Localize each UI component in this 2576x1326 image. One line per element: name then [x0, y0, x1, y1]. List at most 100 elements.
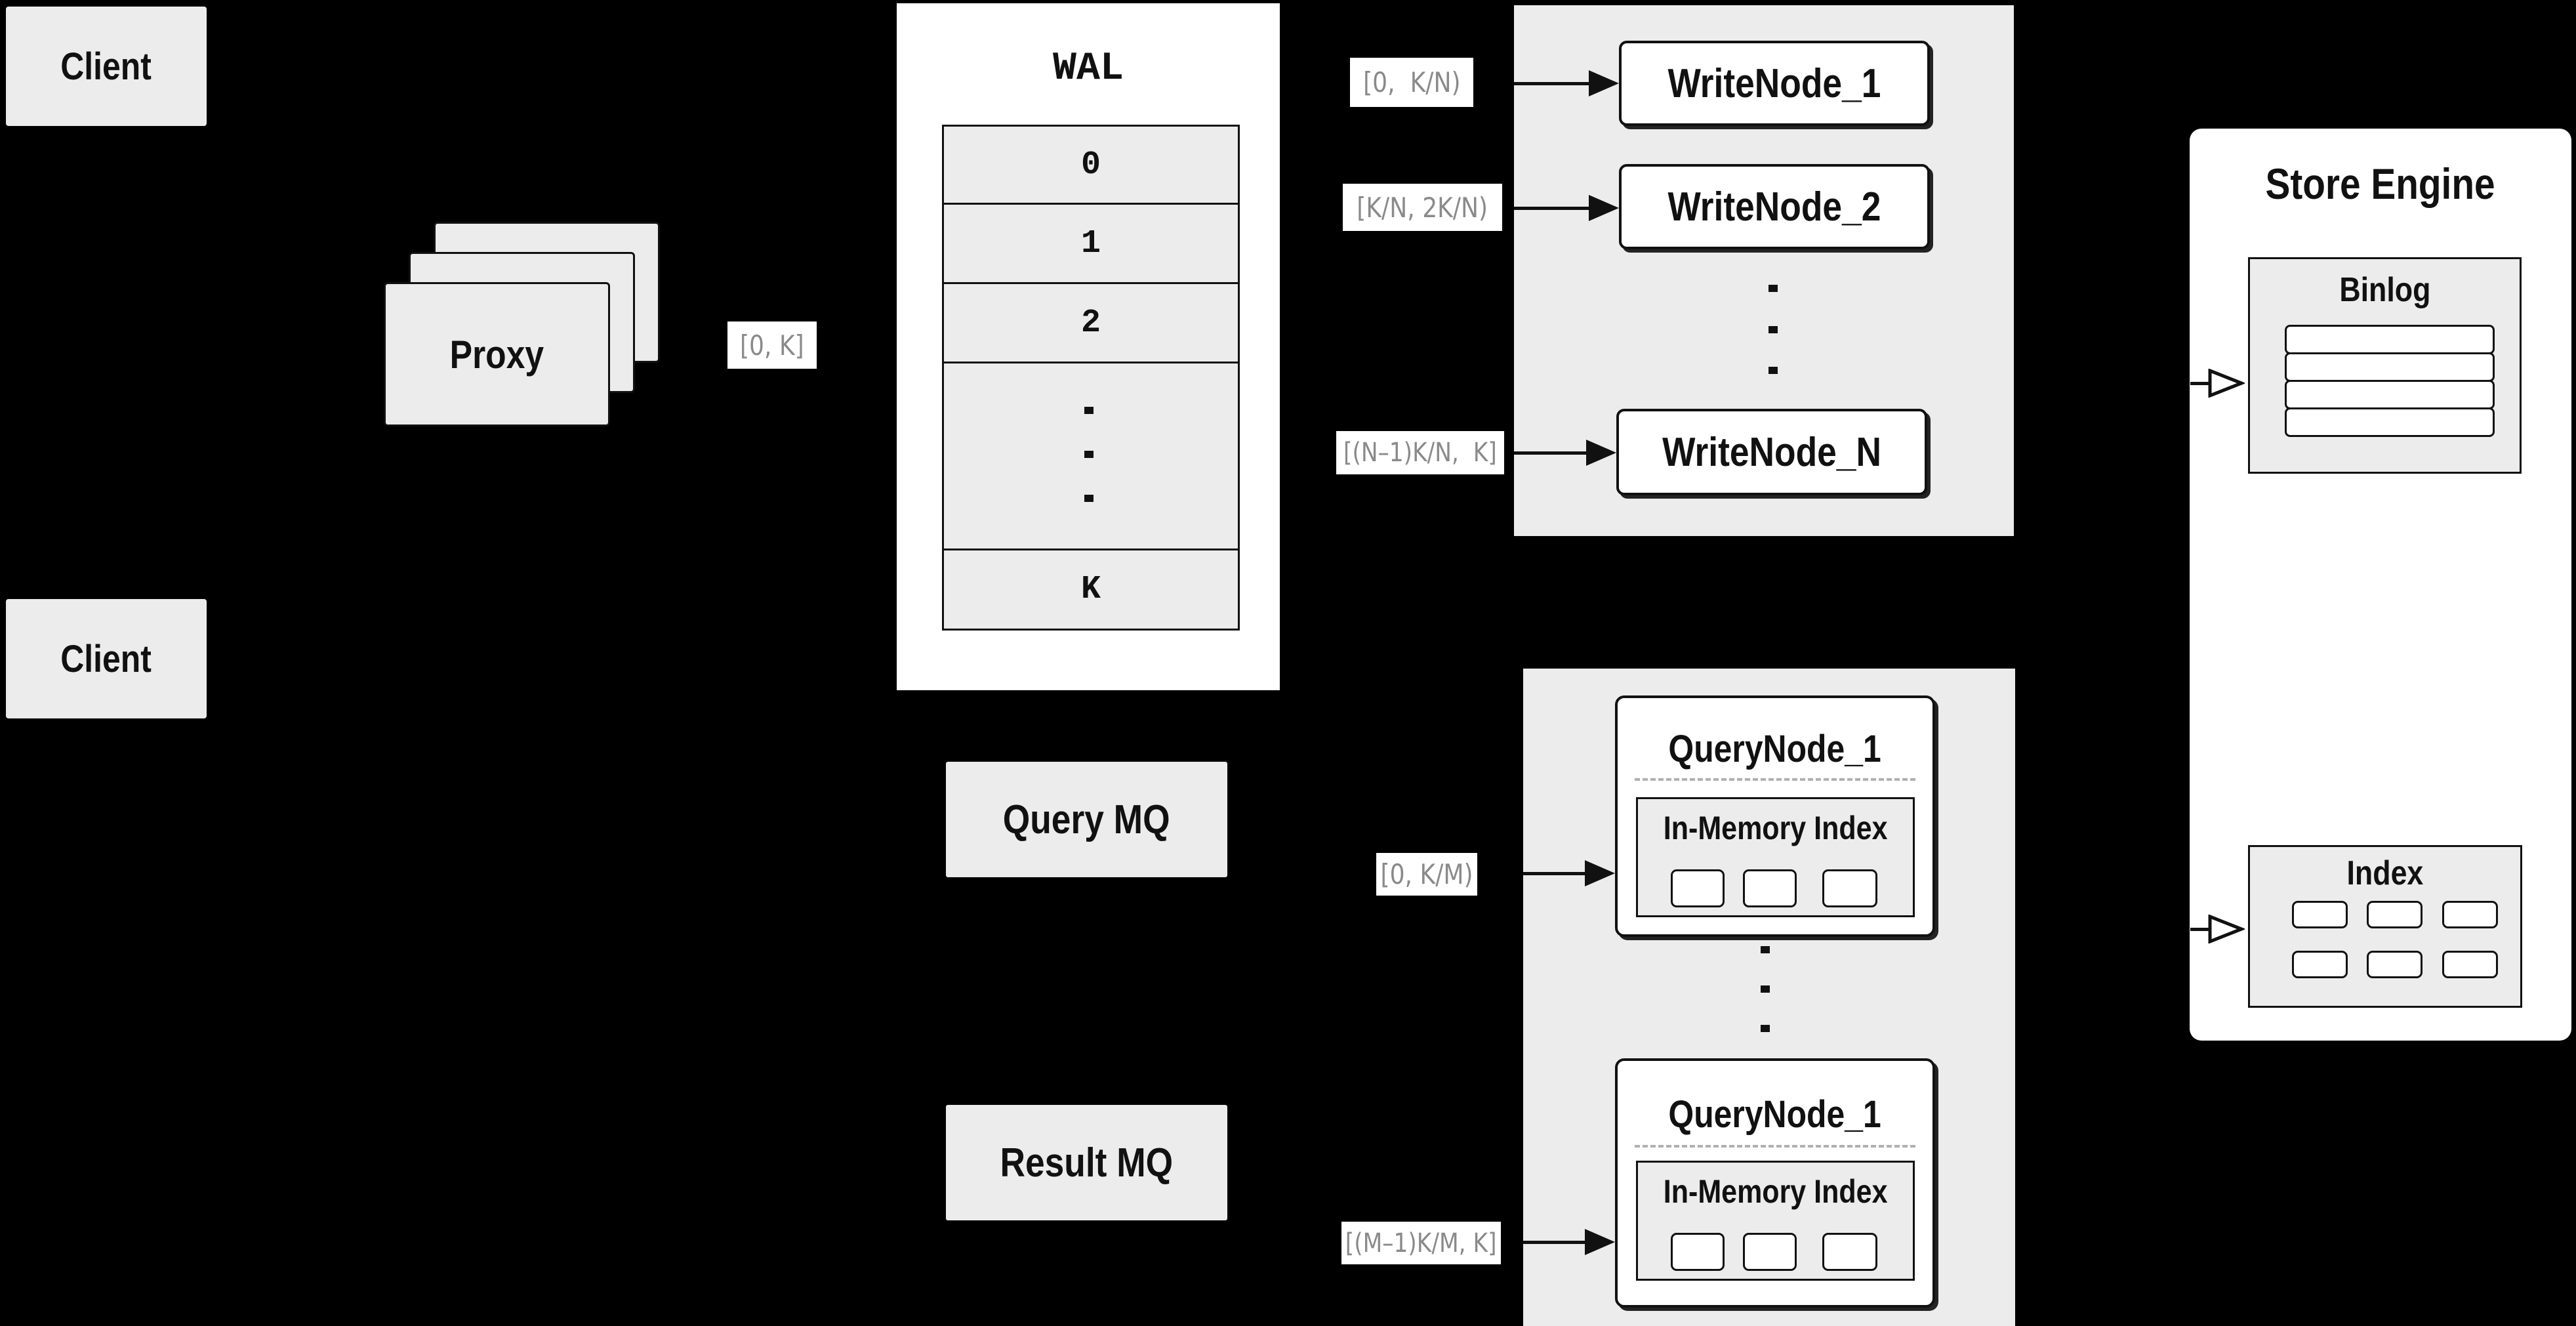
client-top-label: Client	[60, 45, 152, 88]
index-cell	[2442, 901, 2498, 928]
querynode-1-inmemory-label: In-Memory Index	[1663, 810, 1888, 846]
querynode-1-separator	[1635, 778, 1915, 781]
writenode-n: WriteNode_N	[1616, 409, 1927, 495]
segment-cell	[1671, 869, 1725, 907]
result-mq-node: Result MQ	[946, 1105, 1227, 1220]
querynode-m-title: QueryNode_1	[1618, 1088, 1932, 1140]
writenode-2-label: WriteNode_2	[1667, 184, 1881, 230]
wal-table: 0 1 2 K	[942, 125, 1240, 631]
arrow-to-querynode-m	[1523, 1241, 1589, 1244]
arrow-head-querynode-m	[1585, 1229, 1615, 1255]
arrow-to-querynode-1	[1523, 872, 1589, 875]
segment-cell	[1822, 1233, 1877, 1271]
dot	[1084, 451, 1094, 458]
wal-row-0-text: 0	[1080, 146, 1101, 184]
index-box: Index	[2248, 845, 2522, 1008]
querynode-ellipsis-dots	[1761, 946, 1770, 1032]
querynode-m: QueryNode_1 In-Memory Index	[1615, 1058, 1935, 1308]
range-write-n-text: [(N–1)K/N, K]	[1343, 438, 1497, 468]
binlog-rows	[2285, 325, 2495, 437]
dot	[1761, 946, 1770, 953]
querynode-1-title: QueryNode_1	[1618, 723, 1932, 774]
querynode-m-title-text: QueryNode_1	[1668, 1092, 1882, 1136]
wal-row-0: 0	[942, 125, 1240, 205]
index-cell	[2442, 951, 2498, 978]
wal-row-1-text: 1	[1080, 224, 1101, 262]
client-top-node: Client	[6, 7, 207, 126]
index-cell	[2292, 951, 2348, 978]
binlog-title: Binlog	[2250, 264, 2520, 316]
arrow-to-writenode-n	[1514, 451, 1590, 455]
index-title-text: Index	[2346, 854, 2424, 892]
binlog-box: Binlog	[2248, 257, 2522, 474]
arrow-head-index	[2208, 915, 2245, 943]
arrow-to-binlog	[2190, 382, 2213, 385]
wal-row-k: K	[942, 549, 1240, 631]
query-mq-label: Query MQ	[1003, 797, 1170, 842]
querynode-m-inmemory-index: In-Memory Index	[1636, 1161, 1915, 1281]
querynode-m-separator	[1635, 1145, 1915, 1148]
range-query-m-text: [(M–1)K/M, K]	[1345, 1228, 1497, 1258]
index-title: Index	[2250, 850, 2520, 897]
range-label-query-1: [0, K/M)	[1376, 853, 1477, 896]
binlog-row	[2285, 325, 2495, 354]
wal-ellipsis-dots	[1084, 407, 1094, 502]
range-label-write-2: [K/N, 2K/N)	[1343, 184, 1502, 231]
querynode-1-title-text: QueryNode_1	[1668, 727, 1882, 770]
writenode-ellipsis-dots	[1768, 285, 1778, 374]
arrow-head-writenode-1	[1589, 70, 1619, 96]
binlog-row	[2285, 352, 2495, 382]
querynode-1-inmemory-index: In-Memory Index	[1636, 797, 1915, 917]
index-cell	[2367, 951, 2423, 978]
segment-cell	[1743, 1233, 1797, 1271]
dot	[1768, 325, 1778, 333]
inmemory-title: In-Memory Index	[1638, 1171, 1913, 1212]
dot	[1761, 1025, 1770, 1032]
query-mq-node: Query MQ	[946, 762, 1227, 877]
range-proxy-out-text: [0, K]	[740, 329, 804, 362]
writenode-2: WriteNode_2	[1619, 164, 1930, 249]
wal-row-2: 2	[942, 282, 1240, 363]
wal-title: WAL	[897, 39, 1280, 98]
arrow-head-querynode-1	[1585, 860, 1615, 886]
arrow-to-index	[2190, 928, 2213, 931]
dot	[1768, 367, 1778, 374]
writenode-1-label: WriteNode_1	[1667, 60, 1881, 106]
result-mq-label: Result MQ	[1000, 1140, 1174, 1186]
dot	[1084, 407, 1094, 414]
arrow-to-writenode-1	[1514, 82, 1593, 85]
arrow-head-writenode-2	[1589, 195, 1619, 221]
range-label-proxy-out: [0, K]	[727, 321, 817, 369]
querynode-m-inmemory-label: In-Memory Index	[1663, 1173, 1888, 1210]
arrow-head-writenode-n	[1586, 440, 1616, 466]
binlog-row	[2285, 407, 2495, 437]
range-label-query-m: [(M–1)K/M, K]	[1341, 1222, 1501, 1264]
proxy-label: Proxy	[449, 332, 544, 377]
writenode-1: WriteNode_1	[1619, 41, 1930, 126]
binlog-title-text: Binlog	[2339, 271, 2431, 309]
index-cell	[2367, 901, 2423, 928]
wal-row-k-text: K	[1080, 571, 1101, 608]
inmemory-title: In-Memory Index	[1638, 807, 1913, 849]
segment-cell	[1671, 1233, 1725, 1271]
range-query-1-text: [0, K/M)	[1380, 858, 1473, 890]
dot	[1084, 495, 1094, 502]
wal-row-1: 1	[942, 203, 1240, 284]
range-write-1-text: [0, K/N)	[1362, 66, 1461, 98]
client-bottom-label: Client	[60, 637, 152, 680]
index-cell	[2292, 901, 2348, 928]
store-engine-title-text: Store Engine	[2265, 159, 2496, 208]
range-label-write-n: [(N–1)K/N, K]	[1336, 431, 1504, 474]
wal-panel: WAL 0 1 2 K	[897, 3, 1280, 690]
querynode-1: QueryNode_1 In-Memory Index	[1615, 695, 1935, 937]
writenode-n-label: WriteNode_N	[1662, 429, 1881, 475]
range-label-write-1: [0, K/N)	[1350, 58, 1473, 107]
binlog-row	[2285, 380, 2495, 409]
range-write-2-text: [K/N, 2K/N)	[1357, 191, 1488, 224]
dot	[1761, 985, 1770, 993]
wal-row-2-text: 2	[1080, 304, 1101, 342]
segment-cell	[1822, 869, 1877, 907]
arrow-to-writenode-2	[1514, 207, 1593, 210]
segment-cell	[1743, 869, 1797, 907]
